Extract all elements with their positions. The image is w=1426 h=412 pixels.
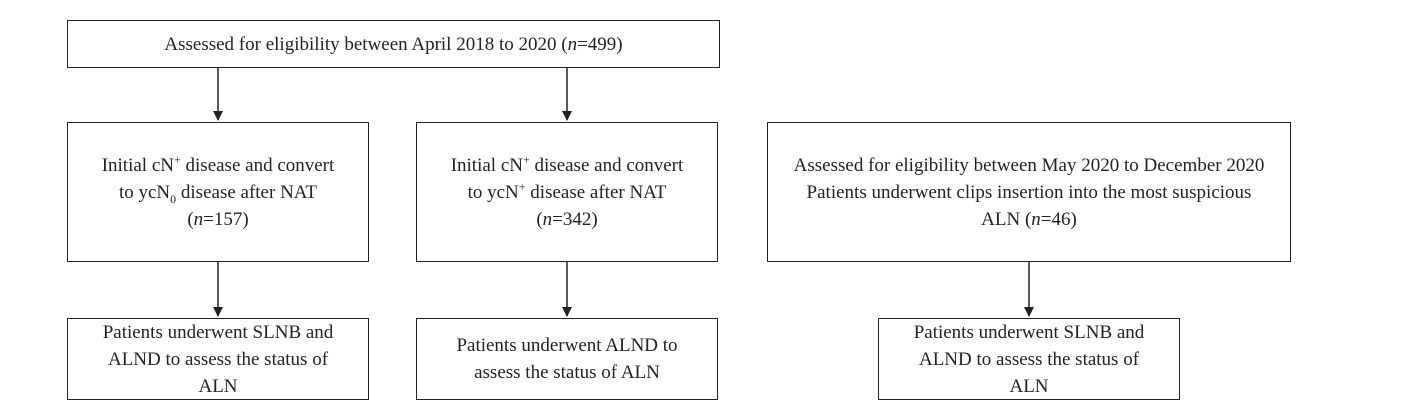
top-line: Assessed for eligibility between April 2… [164, 31, 622, 58]
right-mid-line1: Assessed for eligibility between May 202… [793, 154, 1265, 176]
box-ycn-plus-342: Initial cN+ disease and convert to ycN+ … [416, 122, 718, 262]
center-mid-l3b: =342) [552, 208, 598, 230]
center-bottom-line1: Patients underwent ALND to [456, 335, 678, 356]
left-bottom-line3: ALN [198, 375, 238, 397]
center-mid-l1sup: + [522, 152, 530, 167]
left-mid-l3a: ( [187, 208, 194, 230]
left-mid-l1a: Initial cN [101, 154, 174, 176]
left-mid-l3b: =157) [203, 208, 249, 230]
left-mid-line3: (n=157) [187, 206, 248, 233]
center-mid-n-label: n [542, 208, 553, 230]
center-mid-l3a: ( [536, 208, 543, 230]
left-mid-l2a: to ycN [118, 181, 171, 203]
left-mid-l2sub: 0 [170, 191, 177, 206]
box-assessed-2018-2020: Assessed for eligibility between April 2… [67, 20, 720, 68]
center-mid-l2b: disease after NAT [525, 181, 667, 203]
box-ycn0-157: Initial cN+ disease and convert to ycN0 … [67, 122, 369, 262]
left-mid-line1: Initial cN+ disease and convert [102, 152, 335, 179]
center-mid-l1a: Initial cN [450, 154, 523, 176]
left-bottom-line2: ALND to assess the status of [107, 348, 329, 370]
top-text: Assessed for eligibility between April 2… [164, 33, 568, 55]
box-alnd-center: Patients underwent ALND to assess the st… [416, 318, 718, 400]
right-mid-line2: Patients underwent clips insertion into … [806, 181, 1252, 203]
center-mid-line2: to ycN+ disease after NAT [468, 179, 667, 206]
left-bottom-line1: Patients underwent SLNB and [102, 321, 334, 343]
box-slnb-alnd-left: Patients underwent SLNB and ALND to asse… [67, 318, 369, 400]
right-mid-l3a: ALN ( [981, 208, 1032, 230]
center-mid-l2sup: + [518, 179, 526, 194]
top-n-label: n [567, 33, 578, 55]
right-bottom-line1: Patients underwent SLNB and [913, 321, 1145, 343]
box-assessed-2020-clips-46: Assessed for eligibility between May 202… [767, 122, 1291, 262]
center-mid-l1b: disease and convert [529, 154, 684, 176]
center-bottom-line2: assess the status of ALN [474, 362, 660, 383]
top-n-value: =499) [577, 33, 623, 55]
left-mid-line2: to ycN0 disease after NAT [119, 179, 317, 206]
center-mid-line3: (n=342) [536, 206, 597, 233]
right-bottom-line3: ALN [1009, 375, 1049, 397]
center-mid-l2a: to ycN [467, 181, 519, 203]
center-mid-line1: Initial cN+ disease and convert [451, 152, 684, 179]
right-mid-line3: ALN (n=46) [981, 206, 1077, 233]
right-mid-n-label: n [1031, 208, 1041, 230]
box-slnb-alnd-right: Patients underwent SLNB and ALND to asse… [878, 318, 1180, 400]
left-mid-l1sup: + [173, 152, 181, 167]
left-mid-n-label: n [193, 208, 204, 230]
left-mid-l1b: disease and convert [180, 154, 335, 176]
right-mid-l3b: =46) [1040, 208, 1077, 230]
left-mid-l2b: disease after NAT [176, 181, 318, 203]
right-bottom-line2: ALND to assess the status of [918, 348, 1140, 370]
